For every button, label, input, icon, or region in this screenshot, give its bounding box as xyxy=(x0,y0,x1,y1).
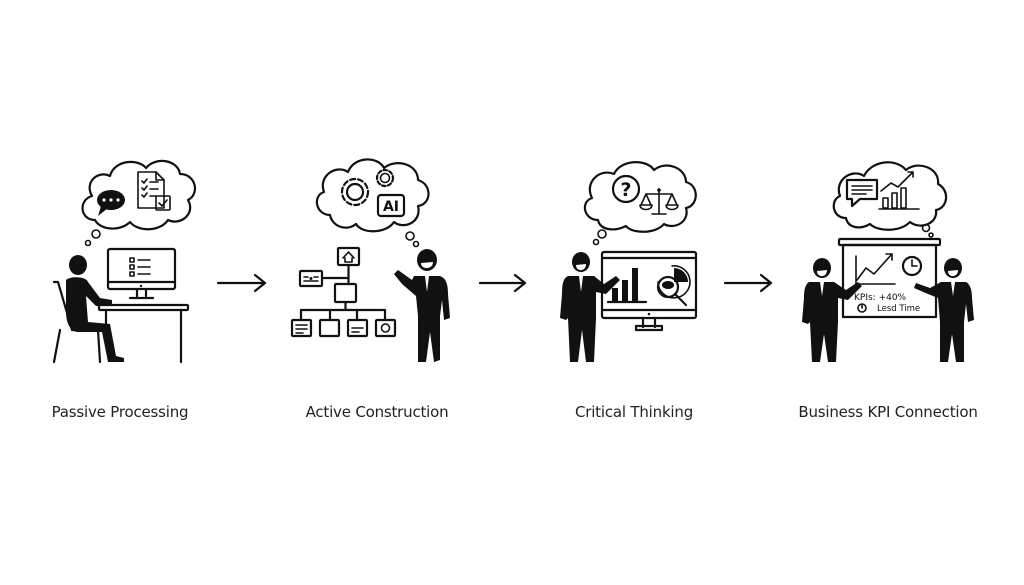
stage-business-kpi-connection: KPIs: +40% Lesd Time xyxy=(802,161,974,362)
presenter-person-icon xyxy=(394,249,450,362)
stage-active-construction: AI xyxy=(290,158,450,362)
analytics-monitor-icon xyxy=(600,250,698,332)
thought-cloud xyxy=(81,159,197,247)
lead-time-text: Lesd Time xyxy=(877,304,920,314)
magnifier-pie-icon xyxy=(656,265,691,307)
speech-bubble-icon xyxy=(97,190,125,216)
stage-label-business-kpi-connection: Business KPI Connection xyxy=(798,403,978,421)
arrow-right-icon xyxy=(216,273,267,293)
presenter-person-right-icon xyxy=(914,258,974,362)
stage-label-passive-processing: Passive Processing xyxy=(51,403,189,421)
checklist-document-icon xyxy=(137,171,171,211)
stage-critical-thinking: ? xyxy=(560,161,698,362)
stage-label-critical-thinking: Critical Thinking xyxy=(574,403,694,421)
seated-person-icon xyxy=(66,255,124,362)
kpi-text: KPIs: +40% xyxy=(854,293,907,303)
monitor-icon xyxy=(106,247,177,300)
stage-label-active-construction: Active Construction xyxy=(305,403,449,421)
thought-cloud xyxy=(832,161,948,238)
thought-cloud xyxy=(315,158,430,248)
presenter-person-icon xyxy=(560,252,620,362)
hierarchy-diagram xyxy=(290,246,397,338)
question-mark-icon: ? xyxy=(611,174,641,204)
ai-badge-icon: AI xyxy=(376,193,406,218)
presenter-person-left-icon xyxy=(802,258,862,362)
arrow-right-icon xyxy=(723,273,773,293)
message-icon xyxy=(845,178,879,208)
ai-badge-text: AI xyxy=(383,199,399,215)
gears-icon xyxy=(340,168,395,207)
balance-scale-icon xyxy=(639,188,679,215)
bar-chart-icon xyxy=(606,268,648,304)
arrow-right-icon xyxy=(478,273,527,293)
thought-cloud xyxy=(583,161,697,246)
stage-passive-processing xyxy=(52,159,197,364)
svg-text:?: ? xyxy=(620,179,631,201)
growth-chart-icon xyxy=(878,171,920,210)
presentation-board: KPIs: +40% Lesd Time xyxy=(837,237,942,319)
